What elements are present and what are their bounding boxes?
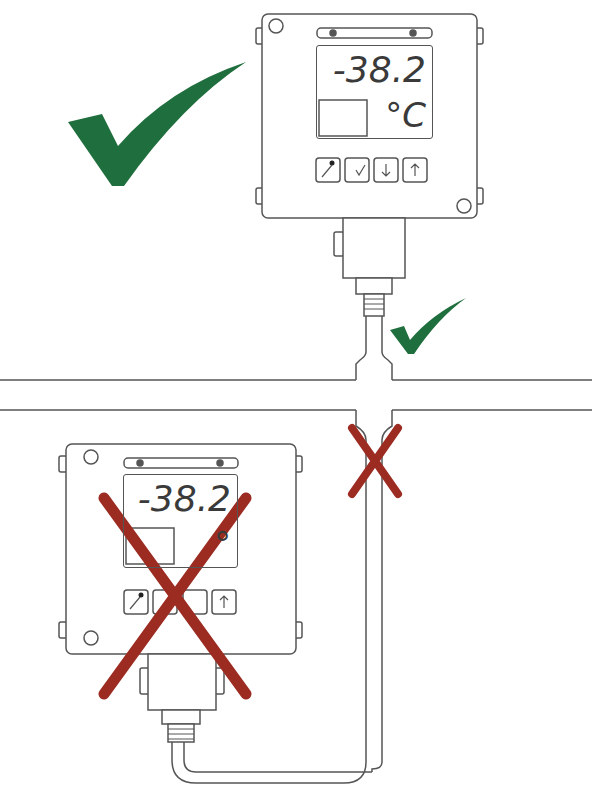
- device-housing: [262, 14, 477, 218]
- cross-mark: [352, 428, 398, 494]
- led-strip: [124, 458, 238, 468]
- display-window: -38.2 °C: [316, 45, 433, 139]
- check-mark: [390, 298, 466, 354]
- cable-gland: [343, 218, 405, 278]
- temperature-reading: -38.2: [138, 481, 231, 517]
- corner-screw: [84, 631, 98, 645]
- display-window: -38.2 °: [123, 474, 238, 568]
- temperature-reading: -38.2: [333, 52, 426, 88]
- corner-screw: [84, 450, 98, 464]
- unit-symbol: °C: [385, 98, 426, 132]
- display-segment-area: [319, 100, 367, 136]
- thread: [168, 724, 194, 742]
- device-housing: [66, 444, 296, 654]
- cable-gland: [148, 654, 216, 710]
- button: [345, 158, 369, 182]
- check-mark: [68, 62, 246, 186]
- corner-screw: [269, 19, 283, 33]
- led: [410, 30, 416, 36]
- thread: [364, 294, 384, 316]
- led-strip: [317, 28, 432, 38]
- corner-screw: [457, 199, 471, 213]
- cross-mark: [104, 498, 246, 694]
- led: [330, 30, 336, 36]
- unit-symbol: °: [214, 527, 231, 561]
- main-pipe: [0, 380, 592, 410]
